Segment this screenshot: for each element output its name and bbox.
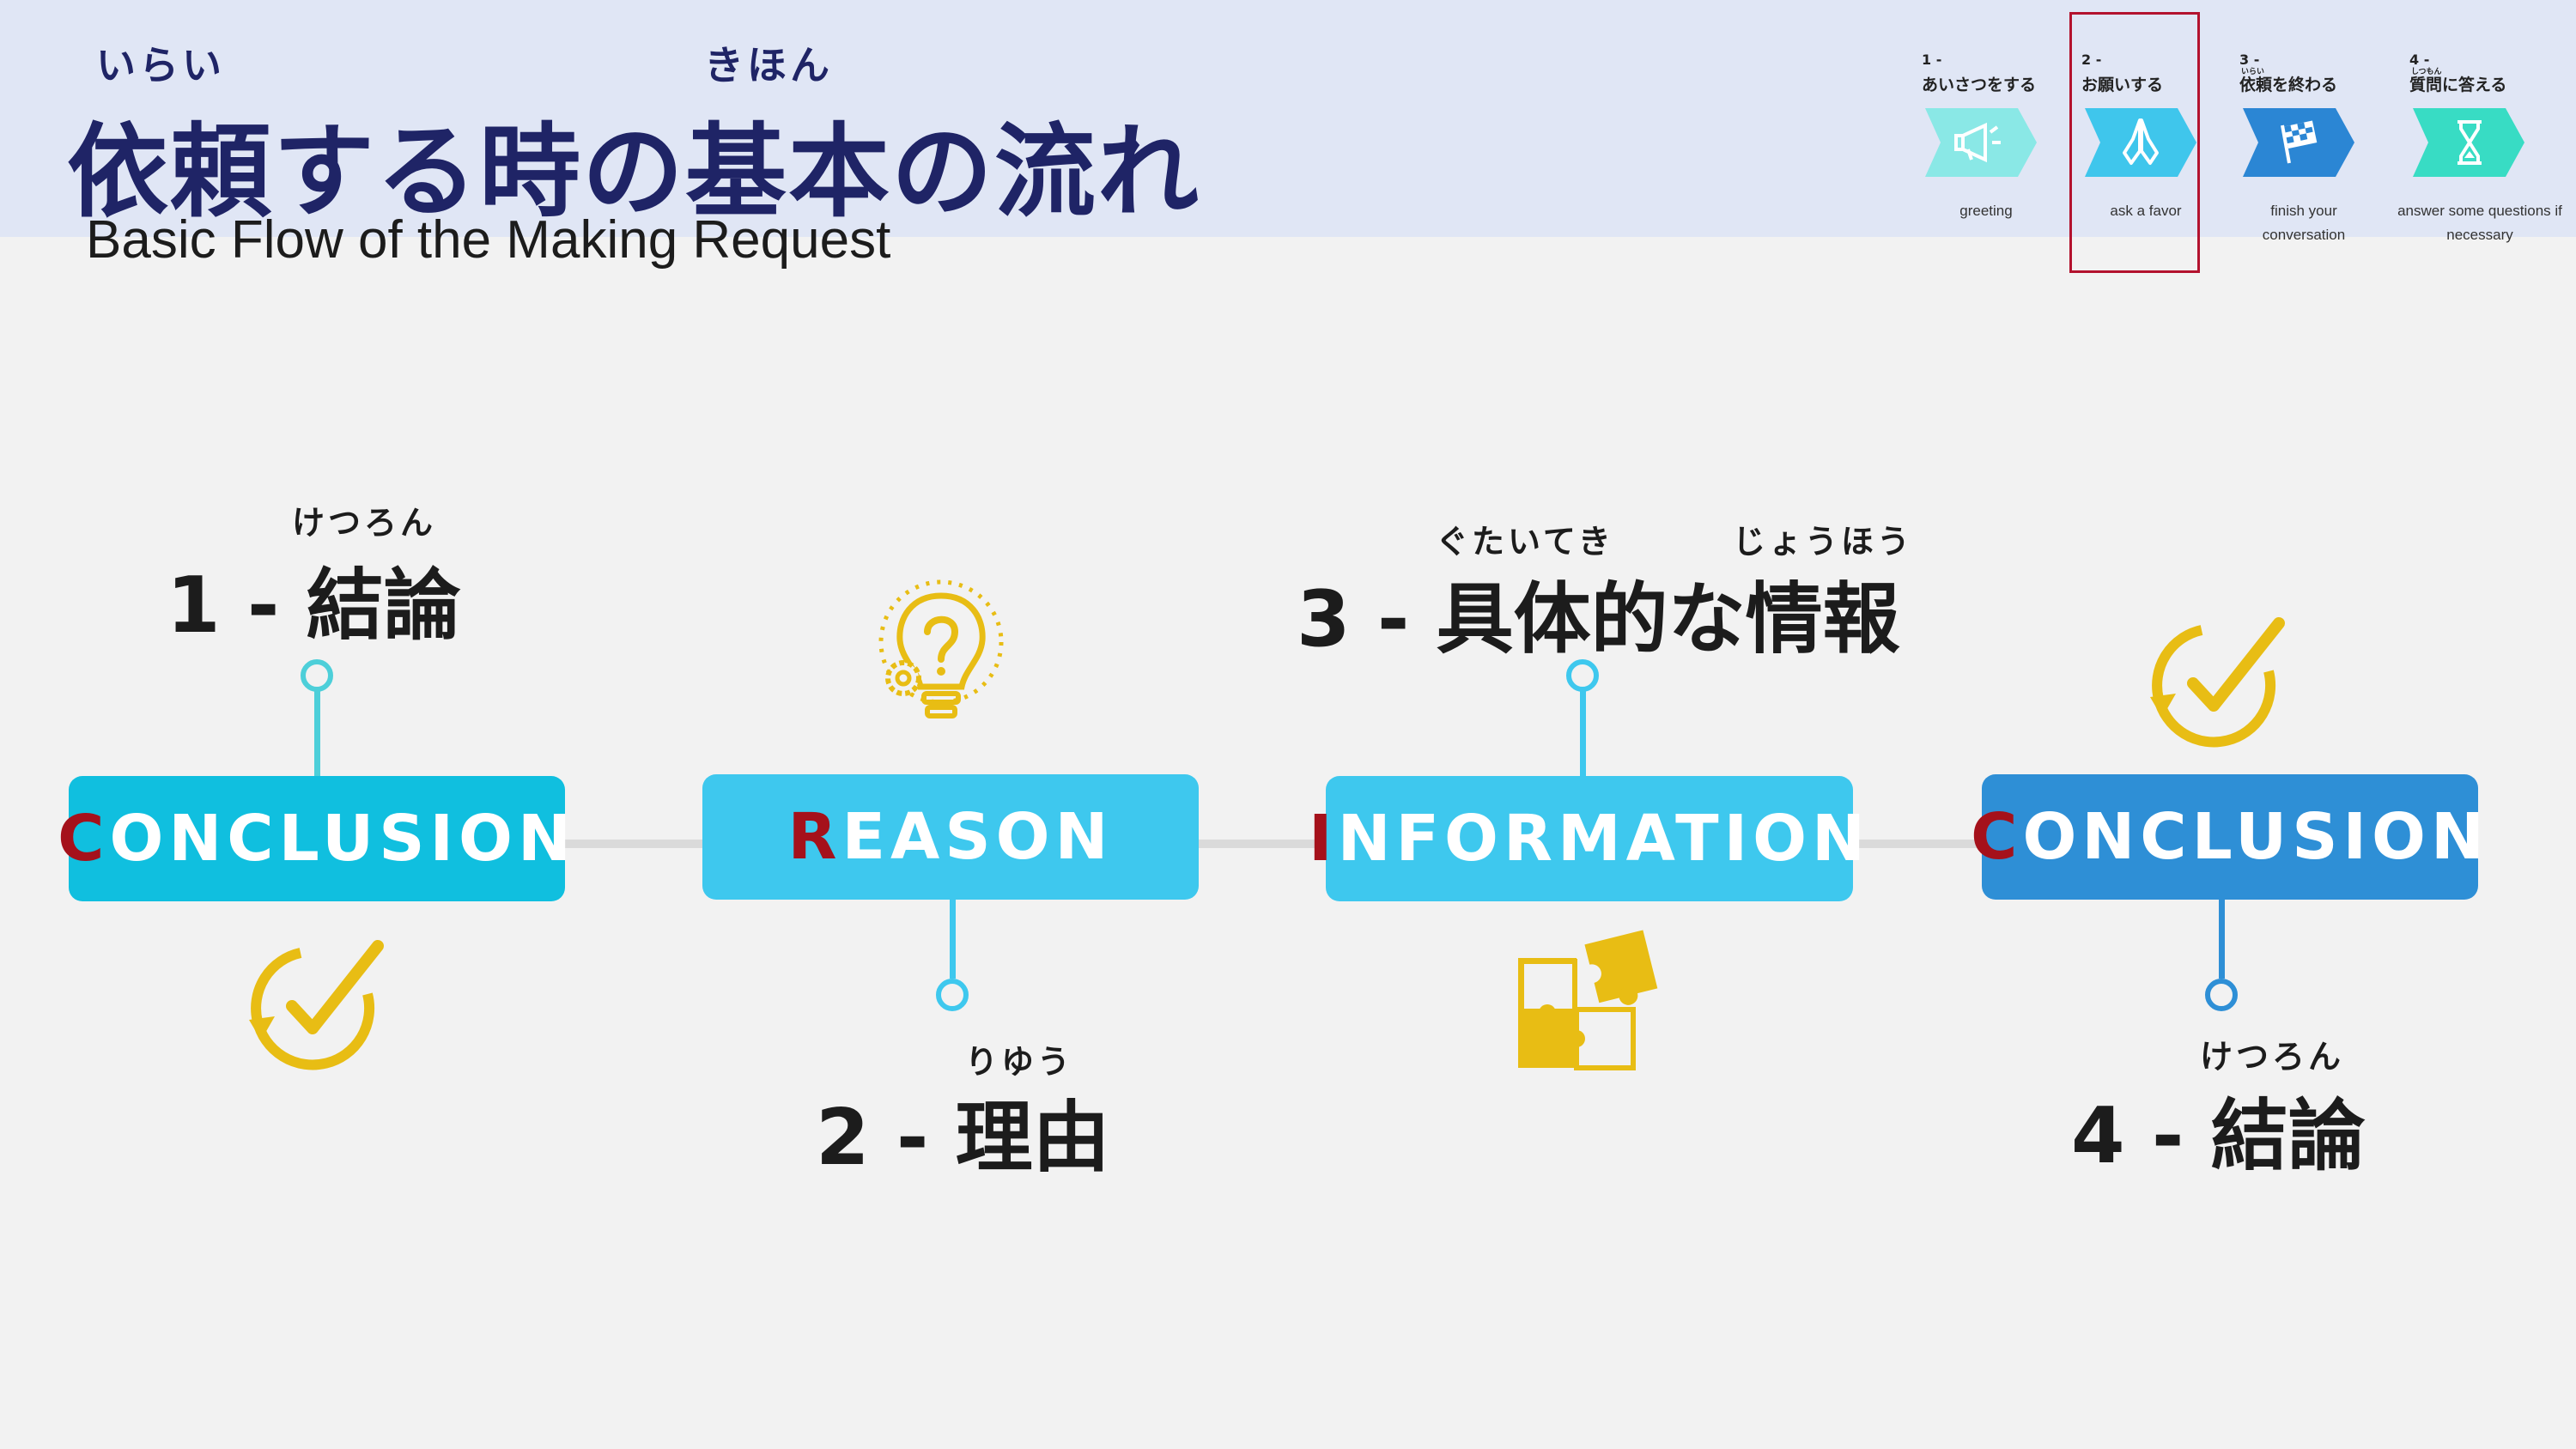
stage-2-ruby: りゆう <box>965 1043 1074 1081</box>
stage-4-card-initial: C <box>1971 800 2023 874</box>
step-english: ask a favor <box>2110 203 2182 219</box>
title-ruby-kihon: きほん <box>704 42 833 88</box>
stage-1-dot <box>301 659 333 692</box>
step-number: 3 - <box>2239 52 2260 68</box>
stage-4-card-text: ONCLUSION <box>2022 800 2489 874</box>
stage-1-ruby: けつろん <box>292 504 437 542</box>
step-label: 質問に答える <box>2409 76 2507 94</box>
puzzle-icon <box>1518 930 1658 1070</box>
step-label: お願いする <box>2081 76 2164 94</box>
stage-4-label: 4 - 結論 <box>2071 1091 2366 1181</box>
timeline-line <box>69 840 2473 848</box>
stage-2-card-text: EASON <box>841 800 1114 874</box>
stage-3-card-text: NFORMATION <box>1337 802 1870 876</box>
stage-3-stem <box>1580 690 1586 776</box>
checkmark-circle-icon <box>2150 617 2285 748</box>
title-ruby-irai: いらい <box>96 42 225 88</box>
step-english: finish your conversation <box>2262 203 2346 243</box>
stage-3-ruby-2: じょうほう <box>1733 523 1914 561</box>
step-chevron <box>1925 108 2037 177</box>
step-label: あいさつをする <box>1922 76 2037 94</box>
checkered-flag-icon <box>2281 120 2318 164</box>
step-number: 2 - <box>2081 52 2102 68</box>
page-subtitle: Basic Flow of the Making Request <box>86 210 891 270</box>
stage-4-ruby: けつろん <box>2200 1038 2345 1076</box>
stage-2-dot <box>936 979 969 1011</box>
step-chevron <box>2085 108 2196 177</box>
page-title: 依頼する時の基本の流れ <box>67 112 1201 231</box>
stage-2-label: 2 - 理由 <box>816 1093 1110 1183</box>
step-english: answer some questions if necessary <box>2397 203 2562 243</box>
stage-3-ruby: ぐたいてき <box>1436 523 1614 561</box>
stage-3-dot <box>1566 659 1599 692</box>
stage-3-label: 3 - 具体的な情報 <box>1297 574 1900 664</box>
stage-1-label: 1 - 結論 <box>167 561 461 651</box>
lightbulb-question-icon <box>878 579 1004 718</box>
stage-3-card-initial: I <box>1309 802 1338 876</box>
step-number: 4 - <box>2409 52 2430 68</box>
stage-2-stem <box>950 900 956 979</box>
stage-1-card-initial: C <box>58 802 110 876</box>
step-label: 依頼を終わる <box>2239 76 2338 94</box>
step-chevron <box>2413 108 2524 177</box>
step-ruby: しつもん <box>2411 68 2442 76</box>
step-english: greeting <box>1959 203 2013 219</box>
active-step-highlight <box>2069 12 2200 273</box>
step-chevron <box>2243 108 2354 177</box>
checkmark-circle-icon <box>249 940 384 1070</box>
praying-hands-icon <box>2123 118 2159 165</box>
hourglass-icon <box>2458 120 2482 165</box>
step-ruby: いらい <box>2241 68 2265 76</box>
stage-2-card-initial: R <box>787 800 842 874</box>
megaphone-icon <box>1954 122 2001 163</box>
stage-1-stem <box>314 690 320 776</box>
stage-4-stem <box>2219 900 2225 979</box>
step-number: 1 - <box>1922 52 1942 68</box>
stage-4-dot <box>2205 979 2238 1011</box>
stage-1-card-text: ONCLUSION <box>109 802 576 876</box>
